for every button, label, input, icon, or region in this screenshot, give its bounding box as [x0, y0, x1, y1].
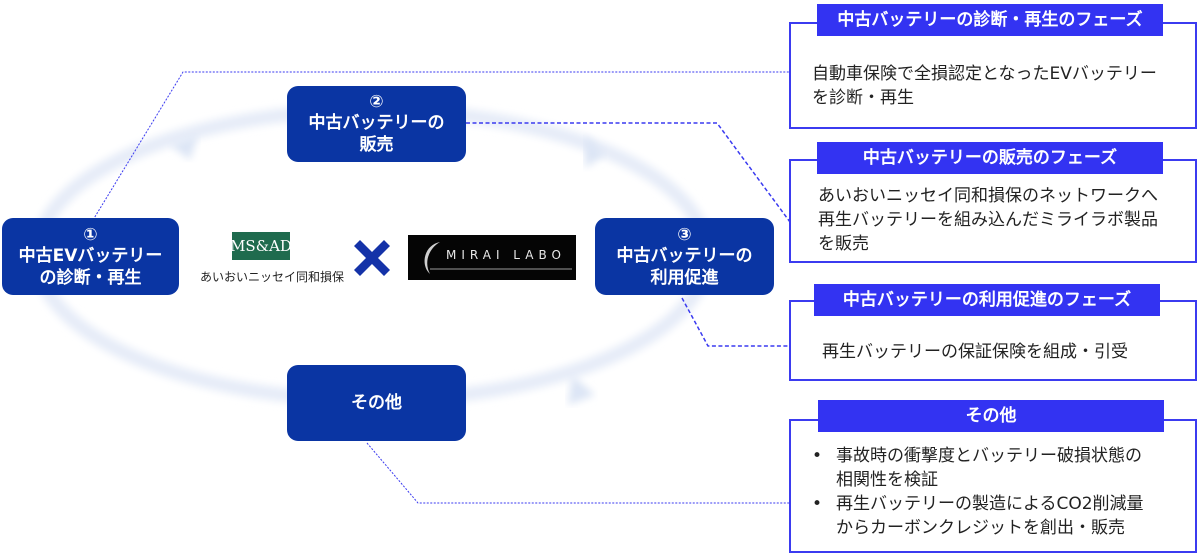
node-number: ③ [677, 224, 692, 245]
phase-body-other: 事故時の衝撃度とバッテリー破損状態の 相関性を検証 再生バッテリーの製造によるC… [806, 444, 1144, 540]
node-diagnosis: ① 中古EVバッテリー の診断・再生 [2, 218, 179, 295]
phase-text-line: を診断・再生 [812, 88, 914, 108]
node-number: ① [83, 224, 98, 245]
phase-title-diagnosis: 中古バッテリーの診断・再生のフェーズ [817, 4, 1163, 36]
connector-other [366, 442, 790, 504]
bullet-line: 相関性を検証 [836, 470, 938, 490]
node-other: その他 [287, 365, 466, 441]
mirai-crescent-icon [424, 242, 572, 274]
phase-text-line: 自動車保険で全損認定となったEVバッテリー [812, 64, 1157, 84]
phase-panel-diagnosis [789, 22, 1197, 129]
cross-mark-icon [354, 240, 390, 276]
msad-logo: MS&AD [230, 232, 292, 260]
mirai-logo-text: MIRAI LABO [446, 248, 566, 262]
node-label-line1: その他 [351, 393, 402, 413]
connector-usage [681, 297, 790, 347]
connector-sales [466, 122, 791, 223]
node-label-line2: の診断・再生 [39, 267, 142, 288]
bullet-line: 再生バッテリーの製造によるCO2削減量 [836, 494, 1144, 514]
phase-text-line: あいおいニッセイ同和損保のネットワークへ [818, 186, 1158, 206]
phase-title-sales: 中古バッテリーの販売のフェーズ [817, 142, 1163, 174]
bullet-item: 再生バッテリーの製造によるCO2削減量 からカーボンクレジットを創出・販売 [806, 492, 1144, 540]
bullet-line: からカーボンクレジットを創出・販売 [836, 518, 1125, 538]
phase-text-line: 再生バッテリーの保証保険を組成・引受 [822, 342, 1128, 362]
node-usage: ③ 中古バッテリーの 利用促進 [595, 218, 774, 295]
connector-diagnosis [92, 71, 790, 221]
phase-bullet-list: 事故時の衝撃度とバッテリー破損状態の 相関性を検証 再生バッテリーの製造によるC… [806, 444, 1144, 540]
node-label-line1: 中古EVバッテリー [18, 245, 163, 266]
msad-logo-text: MS&AD [230, 237, 292, 255]
cycle-arrow-2-icon [585, 135, 605, 168]
phase-text-line: 再生バッテリーを組み込んだミライラボ製品 [818, 210, 1158, 230]
node-number: ② [369, 92, 384, 112]
cycle-arrow-1-icon [170, 135, 198, 160]
phase-body-usage: 再生バッテリーの保証保険を組成・引受 [822, 340, 1128, 364]
node-label-line2: 利用促進 [650, 267, 719, 288]
node-label-line1: 中古バッテリーの [308, 113, 445, 133]
node-label-line1: 中古バッテリーの [616, 245, 753, 266]
bullet-item: 事故時の衝撃度とバッテリー破損状態の 相関性を検証 [806, 444, 1144, 492]
msad-company-name: あいおいニッセイ同和損保 [200, 270, 345, 284]
node-sales: ② 中古バッテリーの 販売 [287, 86, 466, 162]
phase-title-usage: 中古バッテリーの利用促進のフェーズ [814, 284, 1160, 316]
phase-body-sales: あいおいニッセイ同和損保のネットワークへ 再生バッテリーを組み込んだミライラボ製… [818, 184, 1158, 256]
phase-text-line: を販売 [818, 234, 869, 254]
phase-title-other: その他 [818, 400, 1164, 432]
bullet-line: 事故時の衝撃度とバッテリー破損状態の [836, 446, 1142, 466]
mirai-labo-logo: MIRAI LABO [408, 235, 576, 280]
node-label-line2: 販売 [359, 135, 394, 155]
cycle-arrow-3-icon [568, 375, 595, 405]
phase-body-diagnosis: 自動車保険で全損認定となったEVバッテリー を診断・再生 [812, 62, 1157, 110]
